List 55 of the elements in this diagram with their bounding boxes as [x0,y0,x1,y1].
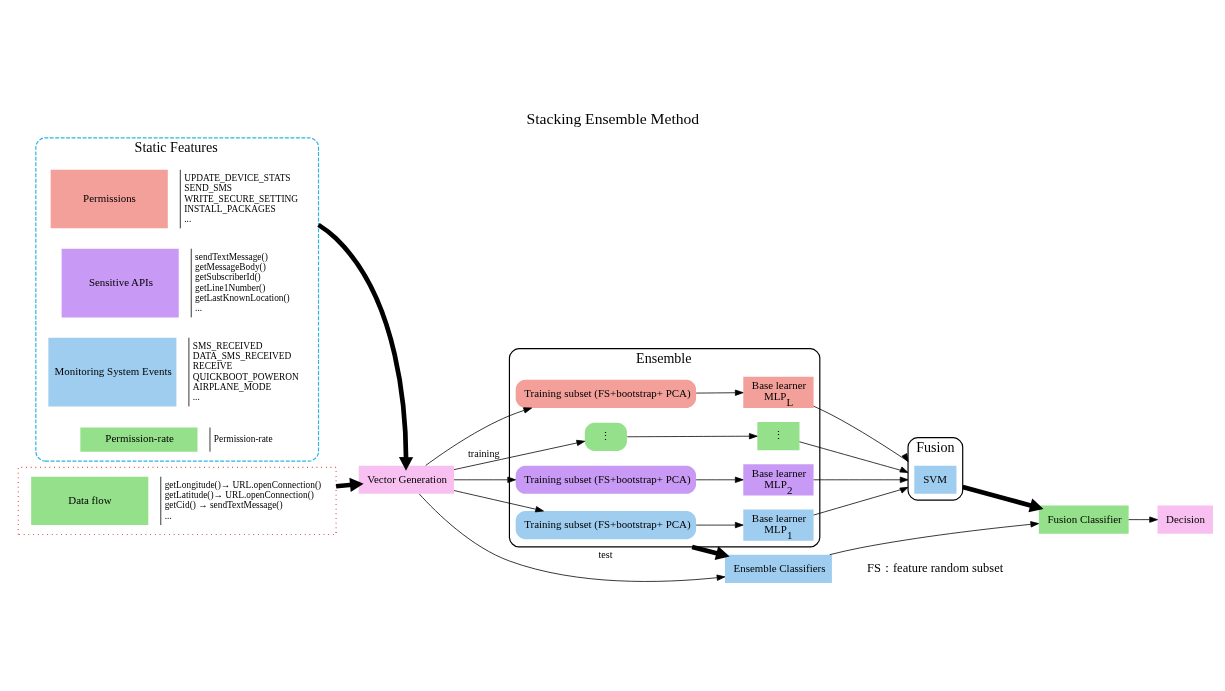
node-box: ⋮ [757,422,800,451]
arrow [813,486,909,516]
node-box: Training subset (FS+bootstrap+ PCA) [515,511,697,540]
arrow [453,439,586,470]
node-label: ... [164,510,172,521]
node-box: Ensemble Classifiers [724,554,832,583]
node-label: DATA_SMS_RECEIVED [192,351,292,362]
node-label: SEND_SMS [184,183,233,194]
node-label: sendTextMessage() [195,252,268,263]
arrow [1128,516,1158,523]
arrow [453,476,516,483]
label: FS：feature random subset [867,560,1004,575]
arrow [695,389,744,396]
node-label: INSTALL_PACKAGES [184,203,276,214]
node-box: Fusion Classifier [1038,505,1129,534]
node-label: SMS_RECEIVED [192,341,263,352]
arrow [813,405,909,463]
node-label: getSubscriberId() [195,272,261,283]
arrow [799,441,909,473]
node-label: getCid() → sendTextMessage() [164,500,283,511]
node-label: ... [192,391,200,402]
node-box: Vector Generation [358,465,454,494]
edge-label: training [468,448,500,460]
node-label: getLongitude()→ URL.openConnection() [164,480,322,491]
arrow [695,476,744,483]
arrow [317,222,414,471]
arrow [695,521,744,529]
arrow [691,544,730,561]
arrow [425,407,533,466]
node-label: getLastKnownLocation() [195,292,290,303]
arrow [962,484,1044,513]
node-label: getMessageBody() [195,262,266,273]
node-label: UPDATE_DEVICE_STATS [184,173,291,184]
arrow [626,433,758,440]
node-label: RECEIVE [192,361,233,372]
node-box: Decision [1157,505,1213,534]
node-label: getLatitude()→ URL.openConnection() [164,490,314,501]
edge-label: test [598,549,613,561]
node-label: ... [195,302,203,313]
cluster [17,466,337,536]
arrow [453,490,544,513]
node-label: AIRPLANE_MODE [192,381,272,392]
node-label: getLine1Number() [195,282,266,293]
diagram-title: Stacking Ensemble Method [526,109,700,127]
node-box: ⋮ [584,422,627,451]
node-label: Permission-rate [213,434,273,445]
node-box: Training subset (FS+bootstrap+ PCA) [515,465,697,494]
arrow [829,521,1040,556]
arrow [418,493,726,582]
node-box: SVM [914,465,957,494]
arrow [813,476,909,483]
node-box: Training subset (FS+bootstrap+ PCA) [515,379,697,408]
node-label: ... [184,213,192,224]
node-label: WRITE_SECURE_SETTING [184,193,299,204]
node-label: QUICKBOOT_POWERON [192,371,299,382]
